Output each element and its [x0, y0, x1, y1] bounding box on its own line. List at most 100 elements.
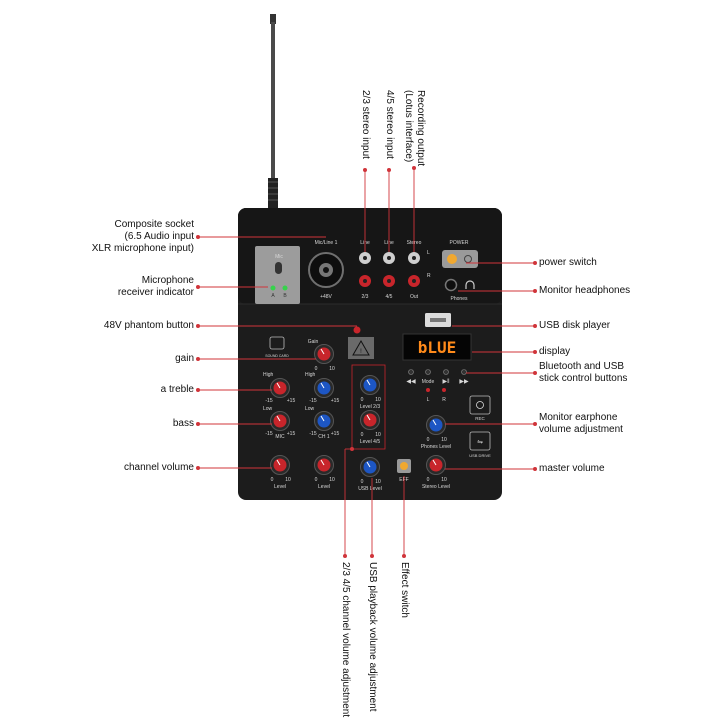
level-23-knob-max-label: 10	[375, 397, 381, 403]
gain-knob[interactable]: 0 10	[314, 344, 335, 373]
level-mic-knob-caption: Level	[274, 484, 286, 490]
level-mic-knob-min-label: 0	[271, 477, 274, 483]
phones-jack[interactable]	[444, 278, 458, 292]
gain-knob-max-label: 10	[329, 366, 335, 372]
channel-volume-dot	[196, 466, 200, 470]
usb-level-knob-max-label: 10	[375, 479, 381, 485]
ch-volume-23-45-dot	[343, 554, 347, 558]
callout-mic-indicator-line: receiver indicator	[117, 287, 194, 298]
callout-usb-disk-line: USB disk player	[539, 320, 611, 331]
effect-switch-dot	[402, 554, 406, 558]
bass-dot	[196, 422, 200, 426]
callout-usb-playback-line: USB playback volume adjustment	[367, 562, 378, 712]
sound-card-button[interactable]	[269, 336, 285, 350]
rec-button[interactable]	[469, 395, 491, 415]
plus48-label: +48V	[320, 294, 332, 300]
treble-ch1-knob-max-label: +15	[331, 398, 340, 404]
callout-mic-indicator-line: Microphone	[141, 275, 194, 286]
play-pause-button[interactable]	[443, 369, 449, 375]
callout-bass: bass	[173, 418, 194, 430]
callout-lines	[196, 166, 537, 558]
master-volume-dot	[533, 467, 537, 471]
mode-button[interactable]	[425, 369, 431, 375]
treble-dot	[196, 388, 200, 392]
low-mic-label: Low	[263, 406, 273, 412]
antenna	[268, 14, 278, 210]
prev-button[interactable]	[408, 369, 414, 375]
bass-mic-knob-min-label: -15	[265, 431, 272, 437]
usb-playback-dot	[370, 554, 374, 558]
callout-master-volume-line: master volume	[539, 463, 605, 474]
bass-mic-knob[interactable]: -15 +15	[265, 411, 296, 438]
mic-channel-label: MIC	[275, 434, 285, 440]
callout-master-volume: master volume	[539, 463, 605, 475]
callout-display: display	[539, 346, 570, 358]
mic-text: Mic	[275, 254, 283, 260]
callout-phantom: 48V phantom button	[104, 320, 194, 332]
callout-power-line: power switch	[539, 257, 597, 268]
bass-ch1-knob[interactable]: -15+15	[309, 411, 339, 438]
gain-knob-min-label: 0	[315, 366, 318, 372]
mic-line-label: Mic/Line 1	[315, 240, 338, 246]
callout-power: power switch	[539, 257, 597, 269]
ch1-channel-label: CH 1	[318, 434, 330, 440]
callout-usb-playback: USB playback volume adjustment	[366, 562, 378, 712]
callout-gain-line: gain	[175, 353, 194, 364]
phones-level-knob-max-label: 10	[441, 437, 447, 443]
phones-l-label: L	[427, 397, 430, 403]
usb-icon: ⇋	[477, 439, 483, 446]
mic-receiver-panel	[255, 246, 300, 304]
next-button[interactable]	[461, 369, 467, 375]
callout-recording-out-line: Recording output	[415, 90, 426, 167]
level-mic-knob-max-label: 10	[285, 477, 291, 483]
callout-composite-line: Composite socket	[114, 219, 194, 230]
earphone-volume-dot	[533, 422, 537, 426]
callout-earphone-volume-line: volume adjustment	[539, 424, 623, 435]
callout-recording-out: Recording output(Lotus interface)	[402, 90, 426, 166]
l-label: L	[427, 250, 430, 256]
stereo-level-knob-min-label: 0	[427, 477, 430, 483]
phantom-dot	[196, 324, 200, 328]
treble-ch1-knob[interactable]: -15 +15	[309, 378, 340, 405]
recording-out-dot	[412, 166, 416, 170]
callout-bt-usb-buttons-line: stick control buttons	[539, 373, 628, 384]
callout-bt-usb-buttons-line: Bluetooth and USB	[539, 361, 625, 372]
mic-indicator-a-led	[270, 285, 276, 291]
callout-effect-switch: Effect switch	[398, 562, 410, 618]
usb-drive-label: USB DRIVE	[469, 453, 491, 458]
play-pause-icon: ▶‖	[442, 379, 449, 385]
ch23-label: 2/3	[362, 294, 369, 300]
callout-effect-switch-line: Effect switch	[399, 562, 410, 618]
high-ch1-label: High	[305, 372, 316, 378]
callout-stereo-23-line: 2/3 stereo input	[360, 90, 371, 159]
monitor-headphones-dot	[533, 289, 537, 293]
callout-stereo-45-line: 4/5 stereo input	[384, 90, 395, 159]
stereo-level-knob-max-label: 10	[441, 477, 447, 483]
treble-ch1-knob-min-label: -15	[309, 398, 316, 404]
level-23-knob-caption: Level 2/3	[360, 404, 381, 410]
callout-monitor-headphones: Monitor headphones	[539, 285, 630, 297]
power-label: POWER	[450, 240, 469, 246]
warning-icon	[352, 339, 370, 356]
phantom-48v-button[interactable]	[353, 326, 361, 334]
level-23-knob-min-label: 0	[361, 397, 364, 403]
callout-composite-line: (6.5 Audio input	[124, 231, 195, 242]
low-ch1-label: Low	[305, 406, 315, 412]
phones-r-label: R	[442, 397, 446, 403]
usb-drive-button[interactable]	[469, 431, 491, 451]
callout-stereo-45: 4/5 stereo input	[383, 90, 395, 159]
treble-mic-knob[interactable]: -15+15	[265, 378, 295, 405]
level-45-knob-min-label: 0	[361, 432, 364, 438]
bass-mic-knob-max-label: +15	[287, 431, 296, 437]
